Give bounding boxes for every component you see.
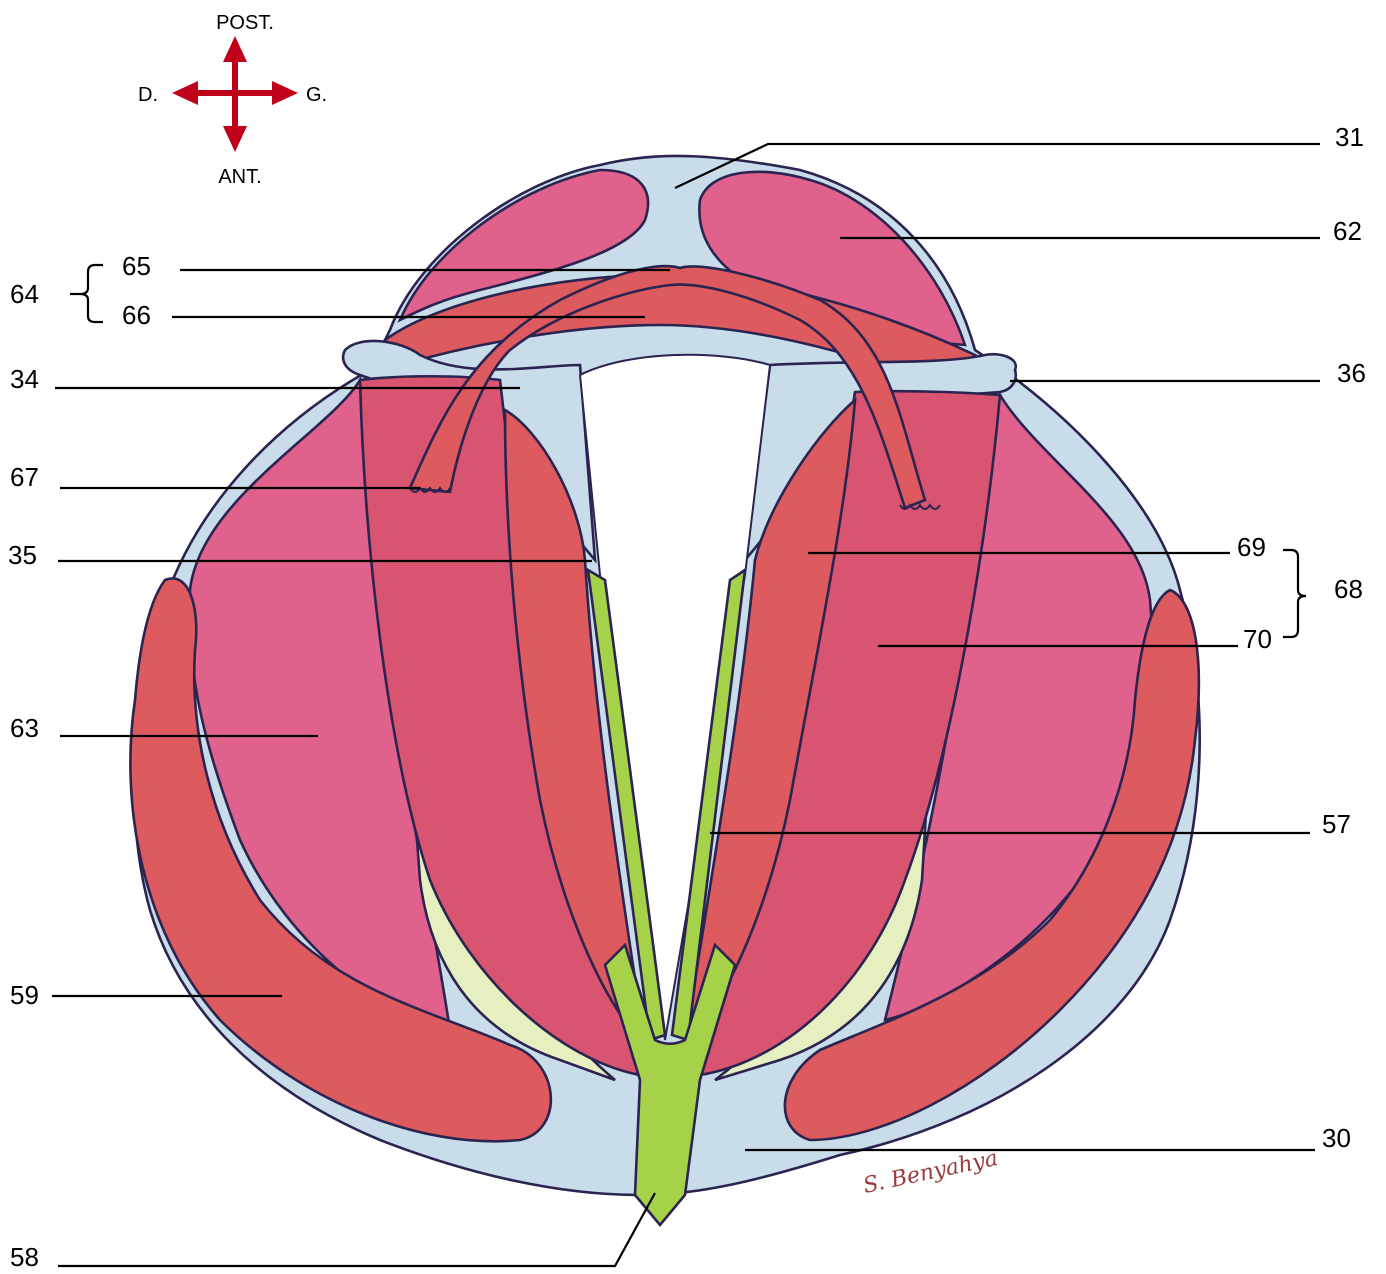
arrow-up-icon	[223, 36, 247, 62]
artist-signature: S. Benyahya	[861, 1146, 1000, 1199]
label-35: 35	[8, 540, 37, 570]
label-58: 58	[10, 1242, 39, 1269]
label-36: 36	[1337, 358, 1366, 388]
label-62: 62	[1333, 216, 1362, 246]
compass-post: POST.	[216, 12, 274, 34]
compass-ant: ANT.	[218, 166, 261, 188]
arrow-down-icon	[223, 126, 247, 152]
label-69: 69	[1237, 532, 1266, 562]
label-30: 30	[1322, 1123, 1351, 1153]
compass-left: G.	[306, 84, 327, 106]
leader-58	[58, 1193, 655, 1266]
compass-right: D.	[138, 84, 158, 106]
arrow-right-icon	[272, 81, 298, 105]
label-65: 65	[122, 251, 151, 281]
label-59: 59	[10, 980, 39, 1010]
label-63: 63	[10, 713, 39, 743]
label-68: 68	[1334, 574, 1363, 604]
arrow-left-icon	[172, 81, 198, 105]
label-67: 67	[10, 462, 39, 492]
brace-68	[1283, 550, 1306, 637]
label-66: 66	[122, 300, 151, 330]
brace-64	[80, 265, 103, 322]
label-34: 34	[10, 364, 39, 394]
label-31: 31	[1335, 122, 1364, 152]
label-57: 57	[1322, 809, 1351, 839]
label-64: 64	[10, 279, 39, 309]
orientation-compass: POST. ANT. D. G.	[138, 12, 327, 188]
label-70: 70	[1243, 624, 1272, 654]
